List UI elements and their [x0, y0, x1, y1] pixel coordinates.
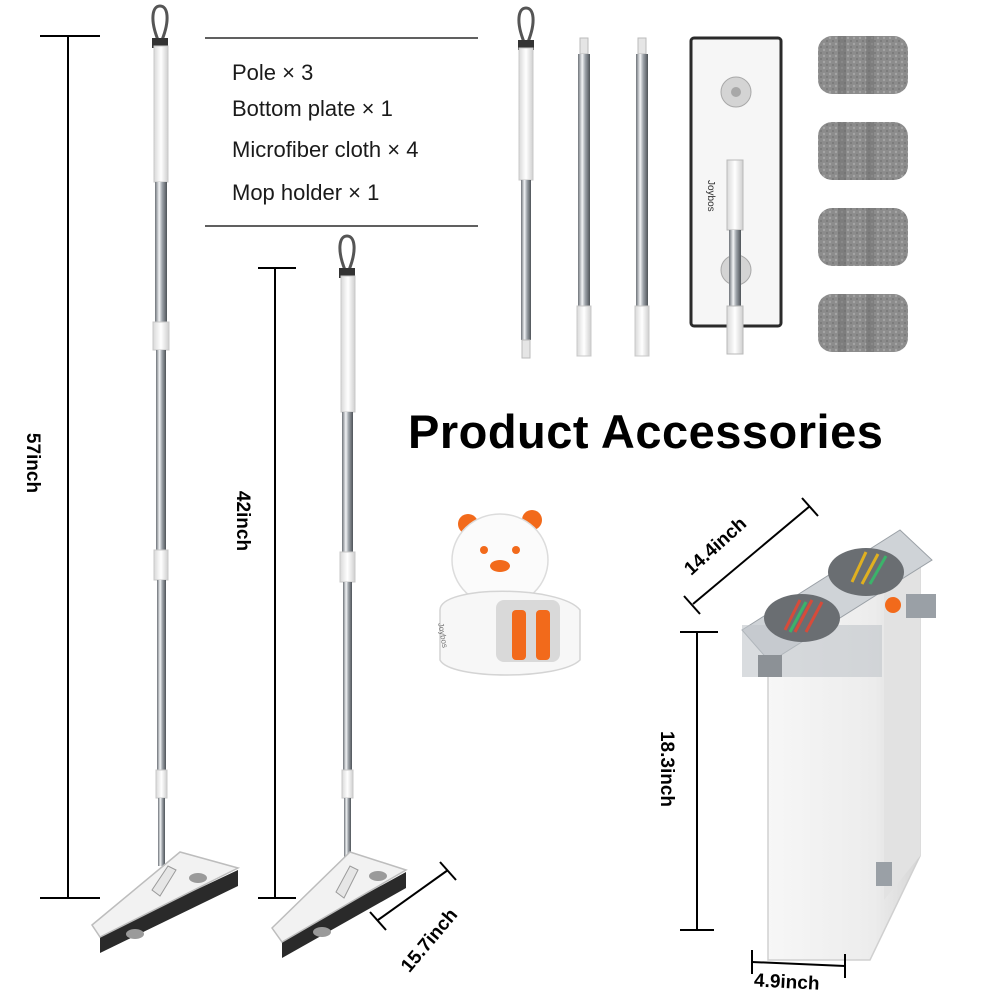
- bottom-plate: [689, 36, 783, 355]
- pole-3: [634, 37, 650, 357]
- list-item-bottom-plate: Bottom plate × 1: [232, 96, 393, 121]
- bucket-icon: [741, 529, 936, 961]
- list-divider-lines: [205, 37, 478, 227]
- dimension-label-42: 42inch: [232, 490, 254, 552]
- microfiber-cloth-icon: [818, 294, 908, 352]
- pole-1: [517, 6, 535, 359]
- dimension-42-lines: [258, 267, 296, 899]
- dimension-bucket-lines: [680, 497, 846, 978]
- tall-mop: [91, 4, 241, 953]
- page-title: Product Accessories: [408, 405, 884, 458]
- dimension-57-lines: [40, 35, 100, 899]
- pole-2: [576, 37, 592, 357]
- bear-holder-icon: [439, 510, 581, 676]
- microfiber-cloth-icon: [818, 122, 908, 180]
- dimension-15-7-lines: [369, 861, 457, 931]
- microfiber-cloth-icon: [818, 208, 908, 266]
- dimension-label-18-3: 18.3inch: [656, 730, 678, 808]
- short-mop: [271, 234, 408, 958]
- list-item-mop-holder: Mop holder × 1: [232, 180, 380, 205]
- dimension-label-4-9: 4.9inch: [753, 970, 821, 995]
- dimension-label-57: 57inch: [22, 432, 44, 494]
- list-item-microfiber-cloth: Microfiber cloth × 4: [232, 137, 419, 162]
- plate-brand-mark: Joybos: [705, 180, 716, 212]
- list-item-poles: Pole × 3: [232, 60, 314, 85]
- microfiber-cloth-icon: [818, 36, 908, 94]
